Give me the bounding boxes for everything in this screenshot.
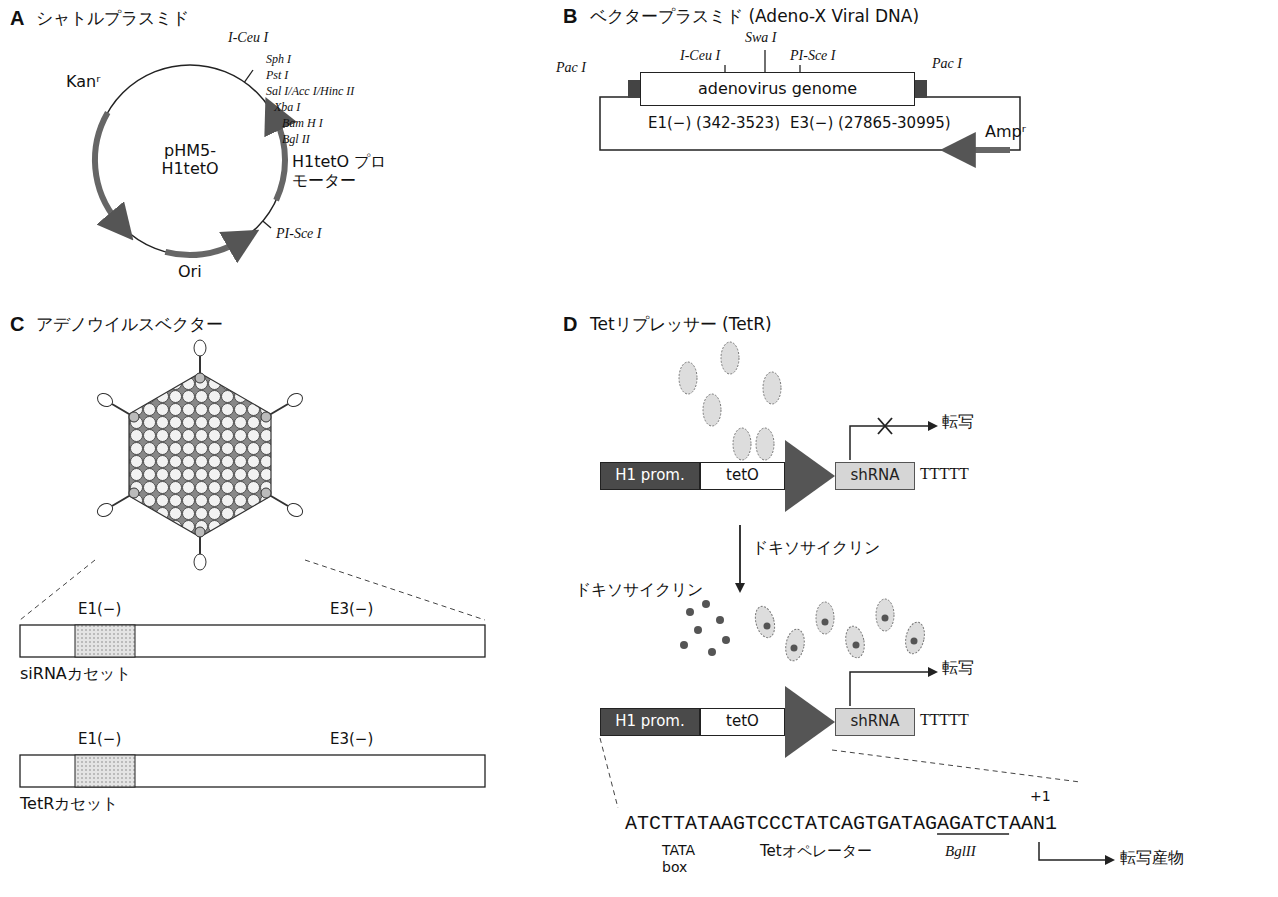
region-label: E3(−) bbox=[330, 600, 373, 618]
panel-letter: A bbox=[10, 6, 24, 30]
box-text: shRNA bbox=[850, 467, 899, 484]
promoter-box: H1 prom. bbox=[600, 462, 700, 490]
cassette-label: siRNAカセット bbox=[20, 664, 131, 683]
gene-label: Ori bbox=[178, 262, 202, 281]
panel-letter: C bbox=[10, 312, 24, 336]
element-label: TATA box bbox=[662, 842, 710, 876]
site-label: Sal I/Acc I/Hinc II bbox=[266, 84, 354, 98]
shrna-box: shRNA bbox=[835, 708, 915, 736]
site-label: Pac I bbox=[556, 60, 586, 77]
position-label: +1 bbox=[1030, 788, 1051, 805]
site-label: Xba I bbox=[274, 100, 300, 114]
site-label: Bam H I bbox=[282, 116, 323, 130]
gene-label: Kanʳ bbox=[66, 72, 100, 91]
box-text: pHM5- H1tetO bbox=[137, 142, 243, 179]
genome-bars bbox=[20, 625, 485, 787]
region-label: E3(−) bbox=[330, 730, 373, 748]
box-text: shRNA bbox=[850, 713, 899, 730]
site-label: Pac I bbox=[932, 56, 962, 73]
drug-label: ドキソサイクリン bbox=[752, 538, 880, 557]
site-label: PI-Sce I bbox=[790, 48, 835, 65]
transcription-label: 転写 bbox=[942, 658, 974, 677]
site-label: I-Ceu I bbox=[680, 48, 720, 65]
plasmid bbox=[95, 65, 285, 255]
panel-title: ベクタープラスミド (Adeno-X Viral DNA) bbox=[590, 6, 919, 26]
box-text: H1 prom. bbox=[615, 713, 685, 730]
box-text: H1 prom. bbox=[615, 467, 685, 484]
promoter-box: H1 prom. bbox=[600, 708, 700, 736]
box-text: tetO bbox=[726, 467, 759, 484]
site-label: BglII bbox=[945, 842, 976, 860]
element-label: Tetオペレーター bbox=[760, 842, 872, 860]
operator-box: tetO bbox=[700, 708, 785, 736]
region-label: E1(−) (342-3523) bbox=[648, 114, 780, 132]
terminator-label: TTTTT bbox=[920, 464, 969, 483]
drug-label: ドキソサイクリン bbox=[575, 580, 703, 599]
dna-sequence: ATCTTATAAGTCCCTATCAGTGATAGAGATCTAAN1 bbox=[625, 812, 1057, 836]
panel-title: シャトルプラスミド bbox=[36, 8, 189, 28]
operator-box: tetO bbox=[700, 462, 785, 490]
gene-label: Ampʳ bbox=[985, 122, 1026, 141]
panel-letter: D bbox=[563, 312, 577, 336]
box-text: adenovirus genome bbox=[698, 80, 857, 98]
site-label: Bgl II bbox=[282, 132, 310, 146]
site-label: Swa I bbox=[745, 30, 777, 47]
site-label: I-Ceu I bbox=[228, 30, 268, 47]
site-label: PI-Sce I bbox=[276, 226, 321, 243]
adenovirus-particle bbox=[20, 340, 485, 620]
vector-plasmid bbox=[600, 50, 1020, 150]
box-text: tetO bbox=[726, 713, 759, 730]
tet-repressor-scheme bbox=[600, 342, 1110, 860]
transcript-label: 転写産物 bbox=[1120, 848, 1184, 867]
region-label: E1(−) bbox=[78, 600, 121, 618]
region-label: E1(−) bbox=[78, 730, 121, 748]
transcription-label: 転写 bbox=[942, 412, 974, 431]
terminator-label: TTTTT bbox=[920, 710, 969, 729]
cassette-label: TetRカセット bbox=[20, 794, 118, 813]
promoter-label: H1tetO プロモーター bbox=[292, 152, 402, 190]
panel-title: アデノウイルスベクター bbox=[36, 314, 223, 334]
plasmid-name: pHM5- H1tetO bbox=[137, 132, 243, 188]
genome-box: adenovirus genome bbox=[640, 72, 915, 106]
region-label: E3(−) (27865-30995) bbox=[790, 114, 951, 132]
site-label: Pst I bbox=[266, 68, 288, 82]
panel-letter: B bbox=[563, 4, 577, 28]
shrna-box: shRNA bbox=[835, 462, 915, 490]
panel-title: Tetリプレッサー (TetR) bbox=[590, 314, 772, 334]
site-label: Sph I bbox=[266, 52, 291, 66]
